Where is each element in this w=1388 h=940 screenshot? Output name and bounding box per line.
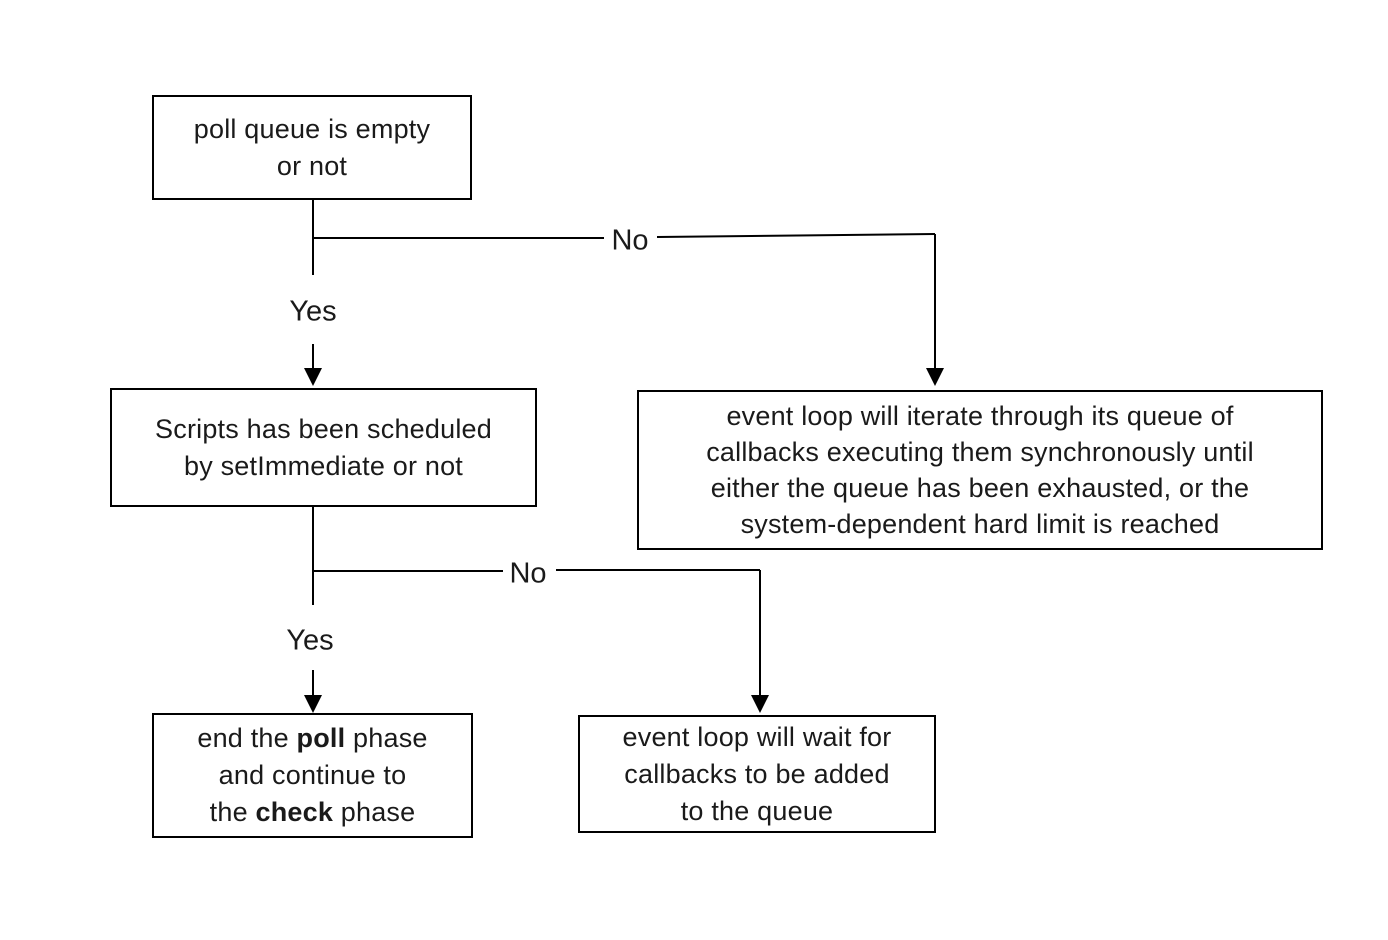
node-text-line: event loop will iterate through its queu…	[726, 401, 1234, 431]
node-end-poll-phase: end the poll phase and continue to the c…	[152, 713, 473, 838]
node-text-line: either the queue has been exhausted, or …	[710, 473, 1250, 503]
node-text-line: the check phase	[209, 797, 416, 827]
node-poll-queue-empty: poll queue is empty or not	[152, 95, 472, 200]
edge-label-yes-branch2: Yes	[282, 624, 338, 658]
node-text-line: callbacks to be added	[624, 758, 890, 789]
edge-label-no-branch1: No	[607, 224, 653, 258]
node-text-line: Scripts has been scheduled	[155, 413, 492, 444]
node-text-line: event loop will wait for	[622, 721, 892, 752]
node-iterate-callbacks: event loop will iterate through its queu…	[637, 390, 1323, 550]
arrowhead-wait	[751, 695, 769, 713]
node-text-line: poll queue is empty	[193, 113, 431, 144]
edge-label-no-branch2: No	[505, 557, 551, 591]
edge-label-yes-branch1: Yes	[285, 295, 341, 329]
arrowhead-iterate	[926, 368, 944, 386]
node-text-line: and continue to	[218, 760, 407, 790]
node-text-line: to the queue	[680, 795, 834, 826]
node-text-line: by setImmediate or not	[183, 450, 464, 481]
arrowhead-end-poll	[304, 695, 322, 713]
bold-check: check	[255, 797, 334, 827]
node-text-line: or not	[276, 150, 348, 181]
node-text-line: system-dependent hard limit is reached	[740, 509, 1220, 539]
node-wait-callbacks: event loop will wait for callbacks to be…	[578, 715, 936, 833]
bold-poll: poll	[296, 723, 346, 753]
node-text-line: end the poll phase	[197, 723, 428, 753]
node-scripts-scheduled: Scripts has been scheduled by setImmedia…	[110, 388, 537, 507]
arrowhead-scripts	[304, 368, 322, 386]
node-text-line: callbacks executing them synchronously u…	[706, 437, 1254, 467]
edge-branch1-no-right	[656, 233, 936, 238]
